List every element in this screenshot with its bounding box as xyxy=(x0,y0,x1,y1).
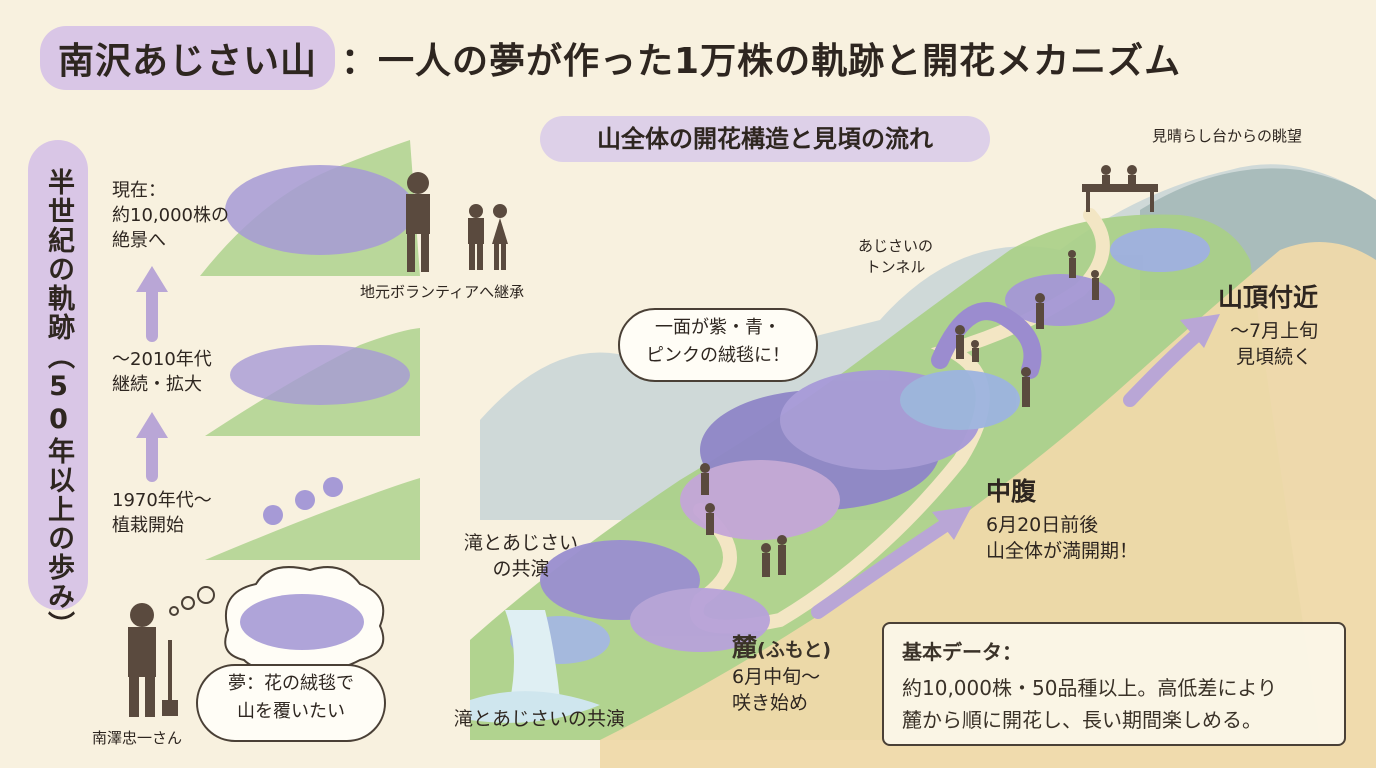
dream-cloud-flowers xyxy=(240,594,364,650)
foot-title: 麓 xyxy=(732,633,758,662)
timeline-heading: 半世紀の軌跡（50年以上の歩み） xyxy=(43,168,74,640)
mid-time: 6月20日前後 山全体が満開期！ xyxy=(986,514,1139,562)
volunteers-label: 地元ボランティアへ継承 xyxy=(360,283,525,301)
title-highlight: 南沢あじさい山 xyxy=(40,26,336,90)
observation-deck xyxy=(1082,165,1158,212)
volunteer-silhouettes xyxy=(406,172,508,272)
waterfall xyxy=(505,610,560,700)
bloom-arrow-upper-head xyxy=(1180,314,1220,348)
bloom-arrow-lower xyxy=(811,515,957,619)
tunnel-label: あじさいの トンネル xyxy=(858,237,934,276)
stage-2010-label: 〜2010年代 継続・拡大 xyxy=(112,349,212,395)
bloom-arrow-upper xyxy=(1123,325,1207,407)
stage-present-label: 現在： 約10,000株の 絶景へ xyxy=(112,180,229,251)
thought-dots xyxy=(169,586,215,616)
carpet-bubble: 一面が紫・青・ ピンクの絨毯に！ xyxy=(618,308,818,382)
stage-1970-label: 1970年代〜 植栽開始 xyxy=(112,490,212,536)
timeline-heading-tab xyxy=(28,140,88,610)
title-rest: ：一人の夢が作った1万株の軌跡と開花メカニズム xyxy=(341,41,1182,82)
timeline-arrow-upper-head xyxy=(136,266,168,292)
hill-1970 xyxy=(205,478,420,560)
hill-present-flowers xyxy=(225,165,415,255)
timeline-arrow-lower-head xyxy=(136,412,168,438)
founder-name: 南澤忠一さん xyxy=(92,729,183,747)
hill-2010-flowers xyxy=(230,345,410,405)
mid-title: 中腹 xyxy=(986,477,1037,506)
data-box-line-2: 麓から順に開花し、長い期間楽しめる。 xyxy=(902,708,1262,732)
foot-heading: 麓(ふもと) xyxy=(732,628,831,664)
top-time: 〜7月上旬 見頃続く xyxy=(1230,320,1319,368)
top-title: 山頂付近 xyxy=(1218,283,1319,312)
section-subtitle: 山全体の開花構造と見頃の流れ xyxy=(540,116,990,162)
foot-time: 6月中旬〜 咲き始め xyxy=(732,666,821,714)
founder-silhouette xyxy=(128,603,178,717)
dream-bubble: 夢：花の絨毯で 山を覆いたい xyxy=(196,664,386,742)
waterfall-label-small: 滝とあじさい の共演 xyxy=(464,532,579,580)
data-box-line-1: 約10,000株・50品種以上。高低差により xyxy=(902,676,1278,700)
hill-1970-plants xyxy=(263,477,343,525)
hydrangea-field xyxy=(510,228,1210,664)
water-pool xyxy=(470,691,600,723)
data-box-title: 基本データ： xyxy=(902,640,1022,664)
page-title: 南沢あじさい山 ：一人の夢が作った1万株の軌跡と開花メカニズム xyxy=(40,26,1181,90)
basic-data-box: 基本データ： 約10,000株・50品種以上。高低差により 麓から順に開花し、長… xyxy=(882,622,1346,746)
bloom-arrow-lower-head xyxy=(932,506,972,540)
visitors xyxy=(700,250,1099,577)
viewpoint-label: 見晴らし台からの眺望 xyxy=(1152,127,1303,145)
foot-reading: (ふもと) xyxy=(757,639,832,661)
waterfall-label-main: 滝とあじさいの共演 xyxy=(454,708,626,730)
